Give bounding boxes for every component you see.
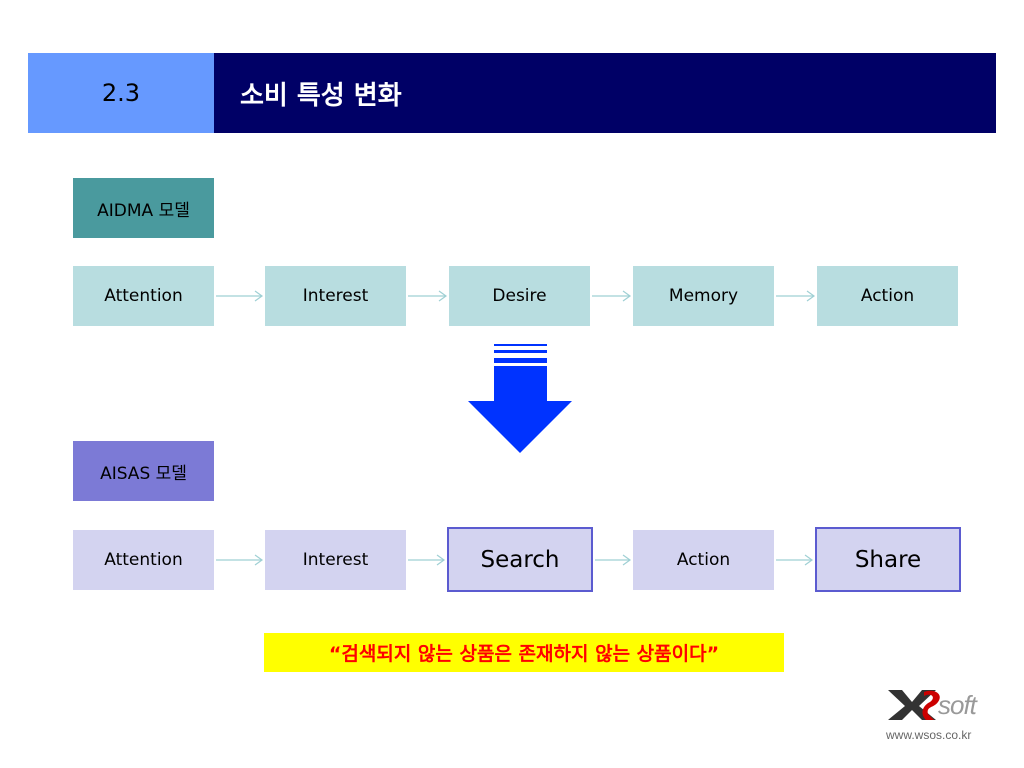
aisas-connector-arrow-4 xyxy=(776,554,814,566)
aisas-step-share: Share xyxy=(815,527,961,592)
aisas-connector-arrow-3 xyxy=(595,554,632,566)
aisas-step-action: Action xyxy=(633,530,774,590)
aidma-connector-arrow-1 xyxy=(216,290,264,302)
aidma-step-interest: Interest xyxy=(265,266,406,326)
aisas-step-attention: Attention xyxy=(73,530,214,590)
aidma-model-label: AIDMA 모델 xyxy=(73,178,214,238)
aisas-connector-arrow-1 xyxy=(216,554,264,566)
page-title: 소비 특성 변화 xyxy=(240,80,402,111)
xr-logo-icon xyxy=(888,690,940,720)
aidma-step-attention: Attention xyxy=(73,266,214,326)
aidma-step-action: Action xyxy=(817,266,958,326)
section-number-block: 2.3 xyxy=(28,53,214,133)
aisas-connector-arrow-2 xyxy=(408,554,446,566)
aidma-step-desire: Desire xyxy=(449,266,590,326)
logo-wordmark: soft xyxy=(938,690,977,720)
section-number: 2.3 xyxy=(101,79,141,107)
aisas-step-interest: Interest xyxy=(265,530,406,590)
aisas-model-label: AISAS 모델 xyxy=(73,441,214,501)
website-url: www.wsos.co.kr xyxy=(886,728,972,742)
aidma-connector-arrow-2 xyxy=(408,290,448,302)
aidma-connector-arrow-3 xyxy=(592,290,632,302)
title-bar: 소비 특성 변화 xyxy=(214,53,996,133)
transition-down-arrow-icon xyxy=(468,344,572,453)
aisas-step-search: Search xyxy=(447,527,593,592)
quote-banner: “검색되지 않는 상품은 존재하지 않는 상품이다” xyxy=(264,633,784,672)
aidma-connector-arrow-4 xyxy=(776,290,816,302)
aidma-step-memory: Memory xyxy=(633,266,774,326)
